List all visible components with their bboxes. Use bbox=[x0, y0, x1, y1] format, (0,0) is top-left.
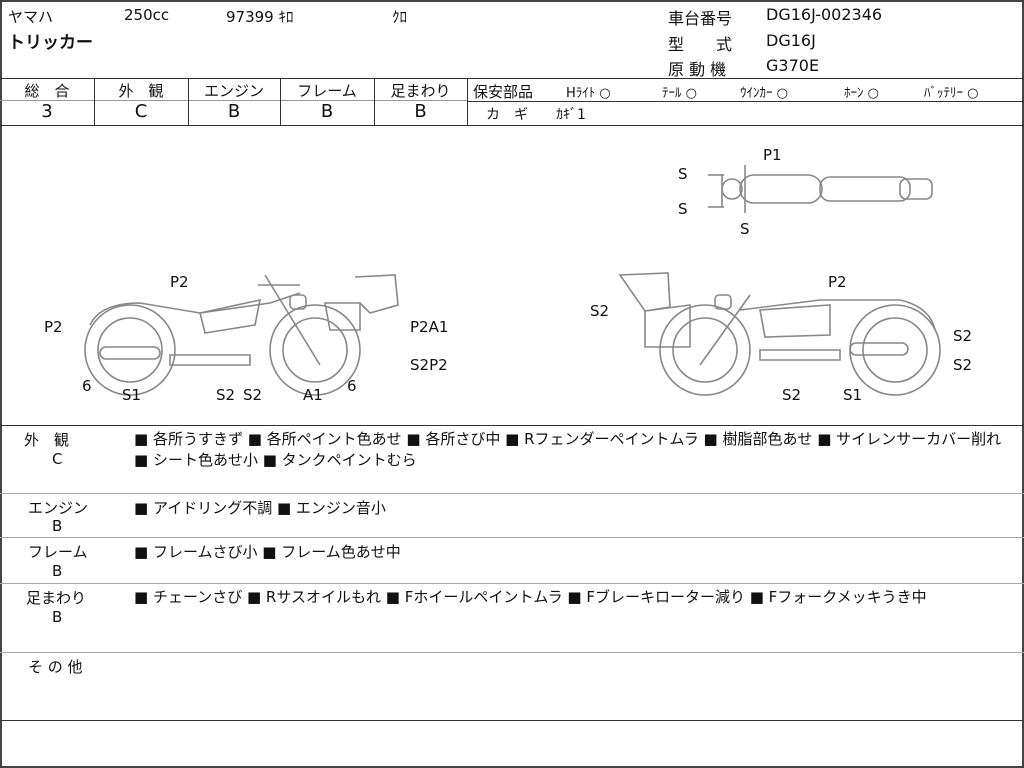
damage-label: P2 bbox=[170, 273, 189, 291]
remark-label-frame: フレーム bbox=[28, 543, 88, 561]
remark-grade-engine: B bbox=[52, 517, 63, 535]
color: ｸﾛ bbox=[392, 8, 408, 26]
damage-label: S bbox=[740, 220, 750, 238]
rating-exterior: C bbox=[134, 101, 148, 122]
rating-label-frame: フレーム bbox=[297, 82, 357, 100]
remark-text-suspension: ■ チェーンさび ■ Rサスオイルもれ ■ Fホイールペイントムラ ■ Fブレー… bbox=[134, 588, 927, 606]
damage-label: S1 bbox=[122, 386, 142, 404]
frame-no: DG16J-002346 bbox=[766, 5, 883, 24]
damage-label: P2 bbox=[44, 318, 63, 336]
key-label: カ ギ bbox=[486, 107, 528, 123]
remark-text-frame: ■ フレームさび小 ■ フレーム色あせ中 bbox=[134, 543, 401, 561]
maker: ヤマハ bbox=[8, 8, 54, 26]
damage-label: S2P2 bbox=[410, 356, 448, 374]
damage-label: S bbox=[678, 200, 688, 218]
damage-label: S1 bbox=[843, 386, 863, 404]
divider bbox=[0, 78, 1024, 79]
remark-label-suspension: 足まわり bbox=[26, 589, 87, 607]
damage-label: S2 bbox=[216, 386, 236, 404]
rating-suspension: B bbox=[414, 101, 427, 122]
divider bbox=[0, 125, 1024, 126]
remark-label-other: そ の 他 bbox=[28, 658, 83, 676]
rating-label-suspension: 足まわり bbox=[390, 82, 451, 100]
remark-grade-exterior: C bbox=[52, 450, 63, 468]
rating-frame: B bbox=[320, 101, 334, 122]
right-view-bike bbox=[618, 272, 941, 396]
left-view-bike bbox=[84, 274, 399, 396]
rating-overall: 3 bbox=[41, 101, 53, 122]
damage-label: S bbox=[678, 165, 688, 183]
frame-no-label: 車台番号 bbox=[668, 9, 733, 28]
damage-label: S2 bbox=[782, 386, 802, 404]
damage-label: P2A1 bbox=[410, 318, 449, 336]
damage-label: P1 bbox=[763, 146, 782, 164]
safety-headlight: Hﾗｲﾄ ○ bbox=[566, 86, 611, 101]
motorcycle-diagrams bbox=[84, 165, 941, 396]
damage-label: S2 bbox=[243, 386, 263, 404]
rating-label-overall: 総 合 bbox=[24, 82, 70, 100]
displacement: 250cc bbox=[124, 6, 170, 24]
mileage: 97399 ｷﾛ bbox=[226, 8, 294, 26]
damage-label: P2 bbox=[828, 273, 847, 291]
engine-label: 原 動 機 bbox=[668, 60, 727, 79]
safety-battery: ﾊﾞｯﾃﾘｰ ○ bbox=[924, 86, 979, 101]
rating-label-exterior: 外 観 bbox=[118, 82, 164, 100]
remark-grade-frame: B bbox=[52, 562, 63, 580]
model-name: トリッカー bbox=[8, 33, 93, 53]
damage-label: S2 bbox=[590, 302, 610, 320]
divider bbox=[467, 101, 1024, 102]
remark-grade-suspension: B bbox=[52, 608, 63, 626]
key-value: ｶｷﾞ1 bbox=[556, 107, 586, 123]
safety-label: 保安部品 bbox=[473, 83, 534, 101]
type-label: 型 式 bbox=[668, 35, 733, 54]
top-view-bike bbox=[708, 165, 933, 213]
damage-label: 6 bbox=[82, 377, 92, 395]
rating-engine: B bbox=[227, 101, 241, 122]
damage-label: S2 bbox=[953, 356, 973, 374]
remark-label-exterior: 外 観 bbox=[24, 431, 70, 449]
damage-label: S2 bbox=[953, 327, 973, 345]
remark-text-exterior: ■ 各所うすきず ■ 各所ペイント色あせ ■ 各所さび中 ■ Rフェンダーペイン… bbox=[134, 430, 1002, 469]
safety-winker: ｳｲﾝｶｰ ○ bbox=[740, 86, 788, 101]
engine: G370E bbox=[766, 56, 820, 75]
rating-label-engine: エンジン bbox=[203, 82, 264, 100]
damage-label: 6 bbox=[347, 377, 357, 395]
remark-text-engine: ■ アイドリング不調 ■ エンジン音小 bbox=[134, 499, 386, 517]
safety-tail: ﾃｰﾙ ○ bbox=[662, 86, 697, 101]
remark-label-engine: エンジン bbox=[28, 499, 89, 517]
divider bbox=[0, 100, 467, 101]
damage-label: A1 bbox=[303, 386, 323, 404]
safety-horn: ﾎｰﾝ ○ bbox=[844, 86, 879, 101]
type: DG16J bbox=[766, 31, 816, 50]
